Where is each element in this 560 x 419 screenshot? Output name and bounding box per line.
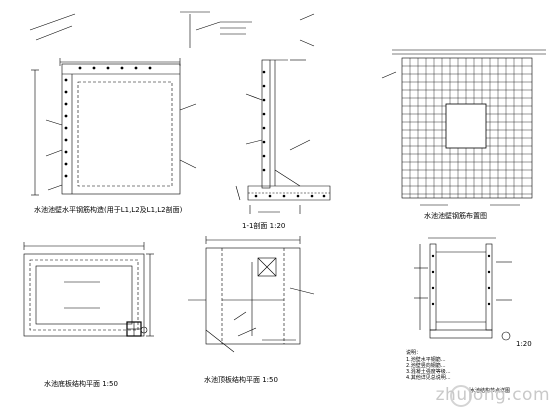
top-slab-plan-drawing — [188, 236, 315, 353]
watermark-logo-icon — [450, 385, 472, 407]
footer-title: 水池结构节点详图 — [470, 388, 511, 394]
note-line: 3.混凝土强度等级... — [406, 369, 451, 375]
note-line: 4.其他详见总说明... — [406, 375, 451, 381]
caption-wall-section: 水池池壁水平钢筋构造(用于L1,L2及L1,L2剖面) — [34, 206, 183, 214]
reinforcement-grid-drawing — [381, 49, 546, 206]
caption-wall-reinforcement: 水池池壁钢筋布置图 — [424, 212, 487, 220]
note-line: 1.池壁水平钢筋... — [406, 357, 446, 363]
watermark: zhulong.com — [435, 385, 550, 405]
wall-section-drawing — [29, 13, 197, 196]
note-line: 2.池壁竖向钢筋... — [406, 363, 446, 369]
caption-small-detail: 1:20 — [516, 340, 532, 348]
notes-title: 说明： — [406, 350, 422, 356]
caption-section-1-1: 1-1剖面 1:20 — [242, 222, 286, 230]
caption-top-plan: 水池顶板结构平面 1:50 — [204, 376, 278, 384]
small-detail-drawing — [414, 237, 512, 341]
caption-bottom-plan: 水池底板结构平面 1:50 — [44, 380, 118, 388]
bottom-slab-plan-drawing — [23, 242, 154, 337]
section-1-1-drawing — [180, 11, 331, 214]
